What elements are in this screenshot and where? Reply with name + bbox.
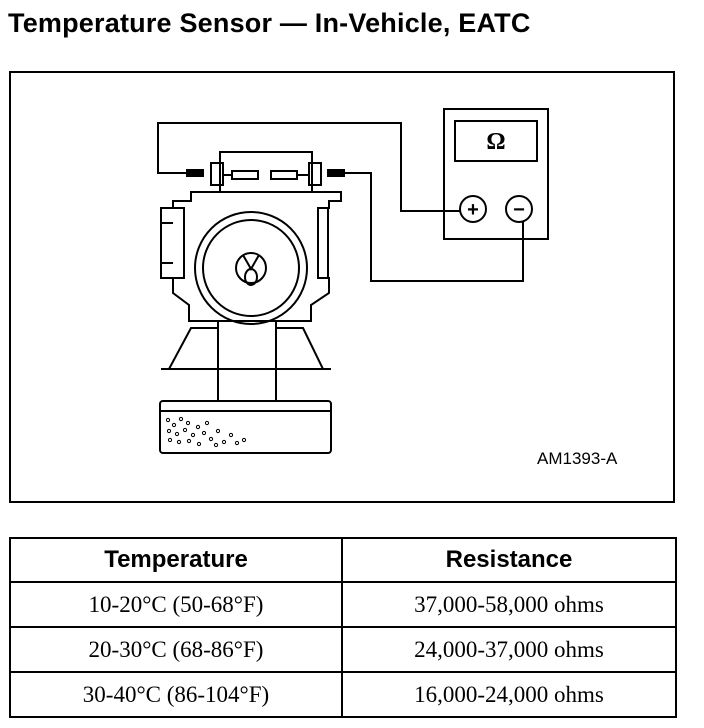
minus-terminal: [505, 195, 533, 223]
diagram-drawing: Ω + −: [157, 108, 549, 454]
header-resistance: Resistance: [341, 537, 677, 583]
sensor-face-outer: [194, 211, 308, 325]
resistance-spec-table: Temperature Resistance 10-20°C (50-68°F)…: [9, 537, 677, 718]
page-title: Temperature Sensor — In-Vehicle, EATC: [8, 8, 531, 38]
temperature-cell: 10-20°C (50-68°F): [9, 581, 343, 628]
ohmmeter-display: [454, 120, 538, 162]
table-header-row: Temperature Resistance: [9, 537, 677, 583]
figure-id-label: AM1393-A: [537, 449, 618, 468]
sensor-neck: [217, 320, 277, 402]
resistance-cell: 37,000-58,000 ohms: [341, 581, 677, 628]
minus-symbol: −: [513, 199, 525, 221]
negative-probe: [327, 169, 345, 177]
temperature-cell: 30-40°C (86-104°F): [9, 671, 343, 718]
table-row: 20-30°C (68-86°F) 24,000-37,000 ohms: [9, 626, 677, 673]
positive-lead-wire: [157, 122, 460, 212]
resistance-cell: 16,000-24,000 ohms: [341, 671, 677, 718]
negative-lead-wire: [344, 172, 524, 282]
sensor-aspirator-opening: [235, 252, 267, 284]
plus-terminal: [459, 195, 487, 223]
ohmmeter-body: [443, 108, 549, 240]
table-row: 10-20°C (50-68°F) 37,000-58,000 ohms: [9, 581, 677, 628]
filter-texture: [165, 416, 247, 448]
resistance-cell: 24,000-37,000 ohms: [341, 626, 677, 673]
positive-probe: [186, 169, 204, 177]
table-row: 30-40°C (86-104°F) 16,000-24,000 ohms: [9, 671, 677, 718]
sensor-base: [159, 400, 332, 454]
ohm-symbol: Ω: [486, 129, 505, 155]
header-temperature: Temperature: [9, 537, 343, 583]
sensor-test-diagram: Ω + −: [9, 71, 675, 503]
temperature-cell: 20-30°C (68-86°F): [9, 626, 343, 673]
plus-symbol: +: [467, 199, 479, 221]
